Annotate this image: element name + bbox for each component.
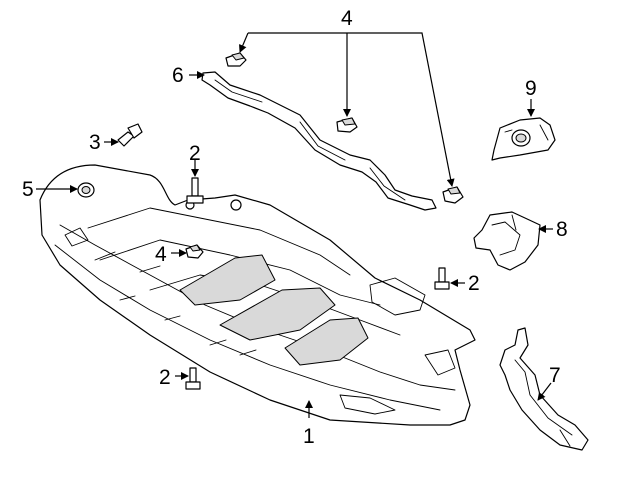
callout-number: 6: [172, 64, 184, 87]
callout-number: 8: [556, 218, 568, 241]
callout-number: 2: [159, 366, 171, 389]
bolt-part: [185, 367, 201, 390]
callout-number: 2: [468, 272, 480, 295]
callout-number: 2: [189, 142, 201, 165]
clip-nut-part: [225, 52, 247, 67]
callout-number: 1: [303, 425, 315, 448]
engine-shield-part: [39, 164, 476, 426]
deflector-part: [499, 327, 589, 451]
bolt-part: [117, 123, 143, 147]
support-bracket-part: [201, 71, 437, 211]
bolt-part: [186, 177, 204, 204]
callout-number: 3: [89, 131, 101, 154]
leader-lines: [36, 32, 553, 418]
callout-number: 7: [549, 364, 561, 387]
side-shield-part: [473, 211, 541, 271]
upper-cover-part: [491, 117, 556, 161]
callout-number: 5: [22, 178, 34, 201]
callout-number: 4: [155, 243, 167, 266]
callout-number: 9: [525, 77, 537, 100]
clip-nut-part: [185, 244, 204, 259]
clip-nut-part: [336, 117, 358, 133]
callout-number: 4: [341, 7, 353, 30]
grommet-part: [77, 182, 95, 198]
clip-nut-part: [442, 186, 464, 204]
bolt-part: [434, 267, 450, 290]
